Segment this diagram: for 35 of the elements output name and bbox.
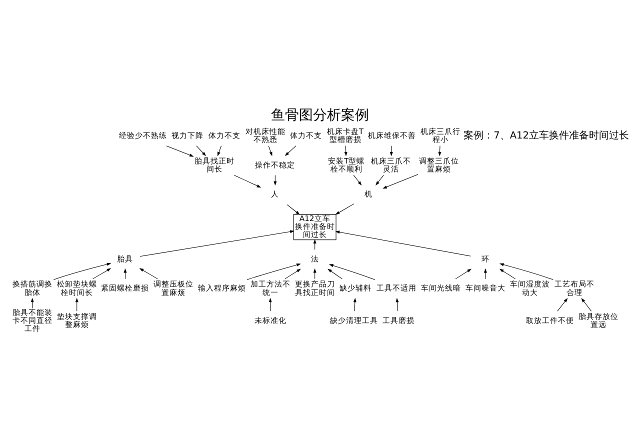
- arrow: [390, 145, 393, 156]
- arrow: [217, 145, 222, 156]
- arrow: [581, 297, 592, 311]
- arrow: [396, 297, 399, 311]
- arrow: [353, 297, 356, 311]
- diagram-title: 鱼骨图分析案例: [271, 107, 369, 124]
- arrow: [166, 145, 194, 156]
- arrow: [30, 297, 34, 308]
- arrow: [53, 262, 112, 280]
- arrow: [499, 262, 554, 280]
- arrow: [335, 230, 471, 256]
- arrow: [382, 174, 418, 188]
- arrow: [557, 298, 568, 311]
- arrow: [484, 268, 487, 279]
- arrow: [196, 145, 206, 156]
- arrow: [328, 268, 342, 279]
- arrow: [234, 174, 262, 188]
- arrow: [353, 174, 362, 185]
- arrow: [328, 264, 376, 280]
- arrow: [139, 268, 158, 279]
- arrow: [335, 203, 354, 214]
- arrow: [499, 268, 516, 279]
- arrow: [268, 145, 272, 156]
- arrow: [284, 268, 301, 279]
- arrow: [75, 297, 78, 311]
- label: 案例：7、A12立车换件准备时间过长: [464, 130, 629, 141]
- arrow: [438, 145, 442, 156]
- arrow: [455, 268, 472, 279]
- arrow: [92, 268, 112, 279]
- arrow: [268, 297, 272, 311]
- arrow: [376, 174, 384, 185]
- arrow: [284, 145, 296, 156]
- arrow: [140, 230, 294, 256]
- arrow: [286, 204, 300, 214]
- arrow: [246, 262, 301, 280]
